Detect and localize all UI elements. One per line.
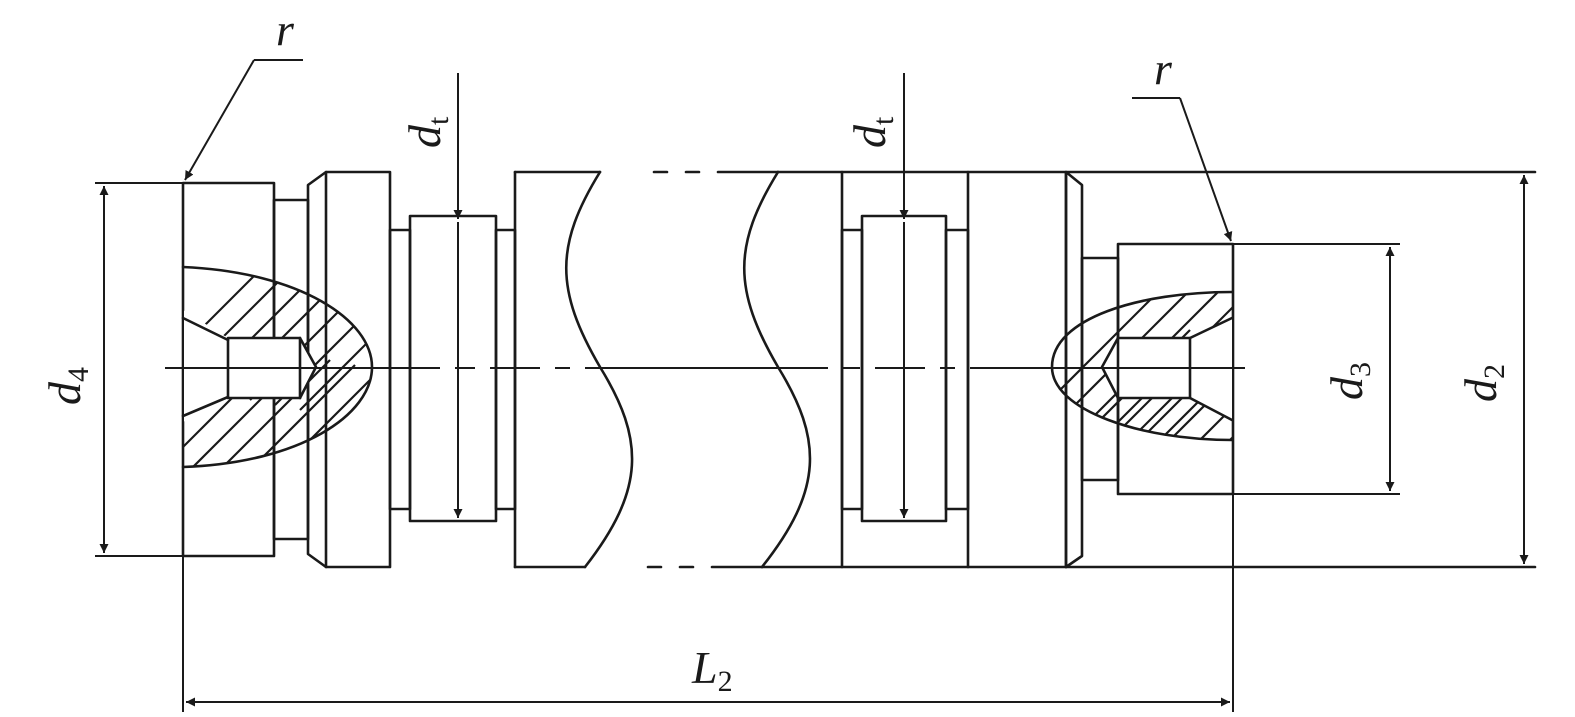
radius-leader-right: r xyxy=(1132,43,1233,242)
left-section-hatch xyxy=(181,265,374,469)
dimension-L2: L2 xyxy=(182,183,1234,712)
right-section-hatch xyxy=(1050,290,1234,442)
dimension-d3: d3 xyxy=(1233,243,1400,495)
label-r-right: r xyxy=(1154,43,1173,94)
label-r-left: r xyxy=(276,4,295,55)
label-dt-left: dt xyxy=(399,116,455,148)
dimension-d2: d2 xyxy=(1455,175,1529,564)
dimension-dt-right: dt xyxy=(844,73,909,518)
label-d2: d2 xyxy=(1455,364,1511,402)
label-dt-right: dt xyxy=(844,116,900,148)
break-line-right xyxy=(743,170,812,569)
label-d3: d3 xyxy=(1321,362,1377,400)
break-line-left xyxy=(565,170,634,569)
dimension-d4: d4 xyxy=(39,182,183,557)
dimension-dt-left: dt xyxy=(399,73,463,518)
label-d4: d4 xyxy=(39,367,95,405)
tube-body xyxy=(513,170,1537,569)
label-L2: L2 xyxy=(691,642,733,698)
radius-leader-left: r xyxy=(184,4,303,181)
